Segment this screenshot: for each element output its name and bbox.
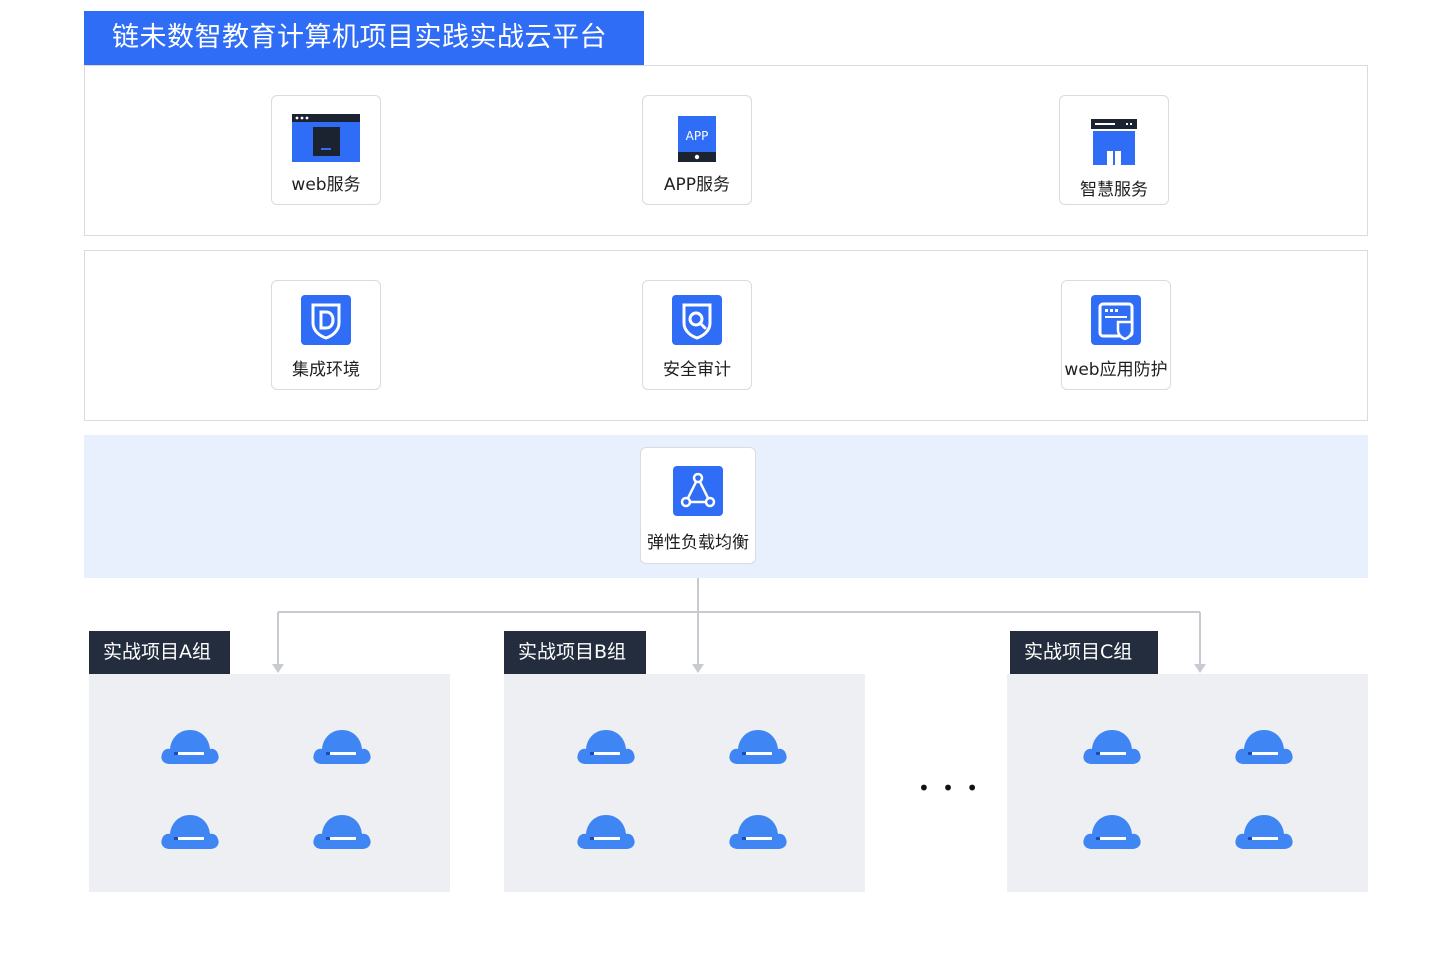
security-audit-label: 安全审计 — [663, 360, 731, 380]
security-audit-card[interactable]: 安全审计 — [642, 280, 752, 390]
web-protection-card[interactable]: web应用防护 — [1061, 280, 1171, 390]
cloud-server-icon — [1083, 815, 1141, 849]
triangle-network-icon — [673, 466, 723, 516]
cloud-server-icon — [729, 815, 787, 849]
integrated-env-card[interactable]: 集成环境 — [271, 280, 381, 390]
integrated-env-label: 集成环境 — [292, 360, 360, 380]
server-rack-icon — [1091, 119, 1137, 165]
smart-service-card[interactable]: 智慧服务 — [1059, 95, 1169, 205]
shield-search-icon — [672, 295, 722, 345]
group-a-box — [89, 674, 450, 892]
app-service-card[interactable]: APP APP服务 — [642, 95, 752, 205]
platform-title: 链未数智教育计算机项目实践实战云平台 — [84, 11, 644, 65]
group-b-tag: 实战项目B组 — [504, 631, 646, 674]
group-c-box — [1007, 674, 1368, 892]
web-service-label: web服务 — [291, 175, 361, 195]
app-service-label: APP服务 — [663, 175, 731, 195]
shield-d-icon — [301, 295, 351, 345]
svg-text:APP: APP — [686, 129, 709, 143]
cloud-server-icon — [1235, 730, 1293, 764]
group-b-box — [504, 674, 865, 892]
web-shield-icon — [1091, 295, 1141, 345]
browser-window-icon — [292, 114, 360, 162]
mobile-app-icon: APP — [678, 116, 716, 162]
cloud-server-icon — [1083, 730, 1141, 764]
web-protection-label: web应用防护 — [1064, 360, 1168, 380]
web-service-card[interactable]: web服务 — [271, 95, 381, 205]
cloud-server-icon — [577, 815, 635, 849]
load-balancer-label: 弹性负载均衡 — [647, 533, 749, 553]
load-balancer-card[interactable]: 弹性负载均衡 — [640, 447, 756, 564]
group-a-tag: 实战项目A组 — [89, 631, 230, 674]
more-groups-ellipsis: • • • — [918, 776, 982, 800]
cloud-server-icon — [313, 730, 371, 764]
cloud-server-icon — [729, 730, 787, 764]
cloud-server-icon — [313, 815, 371, 849]
smart-service-label: 智慧服务 — [1080, 180, 1148, 200]
cloud-server-icon — [1235, 815, 1293, 849]
cloud-server-icon — [161, 815, 219, 849]
cloud-server-icon — [577, 730, 635, 764]
cloud-server-icon — [161, 730, 219, 764]
group-c-tag: 实战项目C组 — [1010, 631, 1158, 674]
